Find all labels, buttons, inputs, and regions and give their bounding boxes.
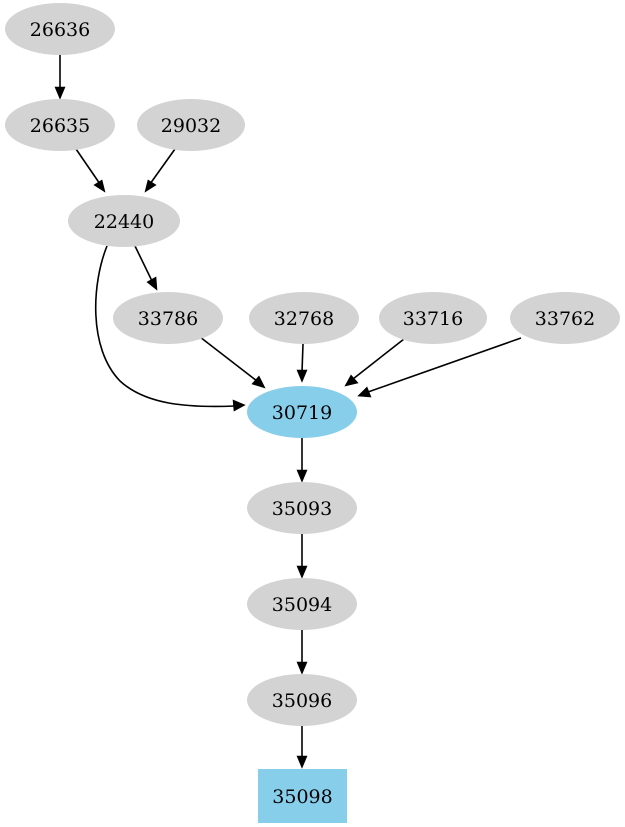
graph-node-33762[interactable]: 33762 [510, 292, 620, 344]
edge-line [199, 336, 258, 382]
graph-node-35098[interactable]: 35098 [258, 769, 347, 823]
edge-line [367, 337, 522, 393]
graph-node-29032[interactable]: 29032 [137, 99, 245, 151]
graph-edge-33716-to-30719 [344, 338, 405, 387]
node-ellipse[interactable] [68, 195, 180, 247]
graph-node-35096[interactable]: 35096 [247, 674, 357, 726]
edge-line [301, 343, 304, 373]
node-ellipse[interactable] [510, 292, 620, 344]
edge-arrowhead-icon [251, 375, 266, 389]
edge-arrowhead-icon [54, 86, 66, 100]
edge-arrowhead-icon [344, 374, 359, 387]
node-ellipse[interactable] [247, 482, 357, 534]
edge-arrowhead-icon [146, 276, 158, 291]
edge-line [149, 148, 176, 185]
graph-edge-26636-to-26635 [54, 55, 66, 100]
node-rect[interactable] [258, 769, 347, 823]
node-ellipse[interactable] [113, 292, 223, 344]
graph-node-32768[interactable]: 32768 [249, 292, 359, 344]
edge-line [134, 245, 153, 282]
graph-edge-22440-to-33786 [134, 245, 158, 291]
graph-edge-33762-to-30719 [357, 337, 522, 398]
graph-node-22440[interactable]: 22440 [68, 195, 180, 247]
graph-node-26635[interactable]: 26635 [5, 99, 115, 151]
edge-arrowhead-icon [296, 369, 308, 383]
node-ellipse[interactable] [247, 674, 357, 726]
edge-line [352, 338, 405, 380]
edge-arrowhead-icon [296, 755, 308, 769]
node-ellipse[interactable] [249, 292, 359, 344]
edge-line [75, 148, 101, 185]
graph-edge-35094-to-35096 [296, 630, 308, 675]
node-ellipse[interactable] [247, 386, 357, 438]
edge-arrowhead-icon [232, 399, 246, 412]
edge-arrowhead-icon [144, 179, 157, 193]
edge-line [94, 245, 236, 408]
edge-arrowhead-icon [93, 179, 106, 193]
graph-edge-26635-to-22440 [75, 148, 106, 193]
node-ellipse[interactable] [379, 292, 487, 344]
node-ellipse[interactable] [5, 3, 115, 55]
node-ellipse[interactable] [5, 99, 115, 151]
graph-edge-33786-to-30719 [199, 336, 266, 389]
edge-arrowhead-icon [296, 565, 308, 579]
edges-layer [54, 55, 522, 769]
graph-node-26636[interactable]: 26636 [5, 3, 115, 55]
graph-edge-29032-to-22440 [144, 148, 176, 193]
graph-node-35093[interactable]: 35093 [247, 482, 357, 534]
graph-edge-22440-to-30719 [94, 245, 246, 412]
node-ellipse[interactable] [247, 578, 357, 630]
graph-edge-35093-to-35094 [296, 534, 308, 579]
graph-edge-30719-to-35093 [296, 438, 308, 483]
edge-arrowhead-icon [357, 386, 372, 398]
graph-edge-35096-to-35098 [296, 726, 308, 769]
node-ellipse[interactable] [137, 99, 245, 151]
graph-node-33716[interactable]: 33716 [379, 292, 487, 344]
graph-node-30719[interactable]: 30719 [247, 386, 357, 438]
edge-arrowhead-icon [296, 469, 308, 483]
graph-node-33786[interactable]: 33786 [113, 292, 223, 344]
graph-edge-32768-to-30719 [296, 343, 308, 383]
edge-arrowhead-icon [296, 661, 308, 675]
graph-node-35094[interactable]: 35094 [247, 578, 357, 630]
